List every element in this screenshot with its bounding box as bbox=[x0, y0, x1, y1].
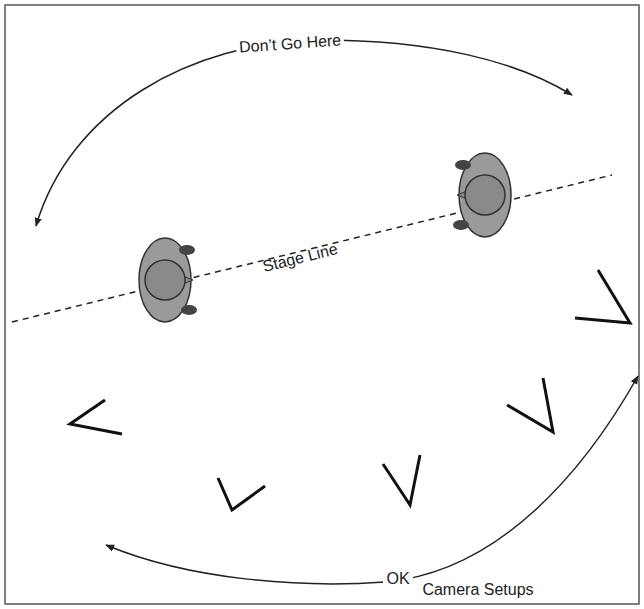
frame bbox=[5, 5, 639, 604]
annotation-label: OK bbox=[383, 570, 412, 588]
camera-symbols bbox=[70, 270, 630, 510]
forbidden-arc bbox=[36, 40, 572, 226]
camera-symbol bbox=[70, 400, 122, 434]
camera-symbol bbox=[383, 455, 420, 505]
stage-line bbox=[12, 175, 612, 322]
actor-figure bbox=[139, 238, 197, 322]
annotation-label: Camera Setups bbox=[419, 581, 536, 599]
annotation-label: Don’t Go Here bbox=[235, 31, 344, 57]
annotation-label: Stage Line bbox=[258, 239, 342, 276]
camera-symbol bbox=[218, 478, 265, 510]
camera-symbol bbox=[575, 270, 630, 323]
camera-symbol bbox=[507, 378, 553, 432]
actor-figure bbox=[453, 153, 511, 237]
allowed-arc bbox=[106, 376, 638, 584]
